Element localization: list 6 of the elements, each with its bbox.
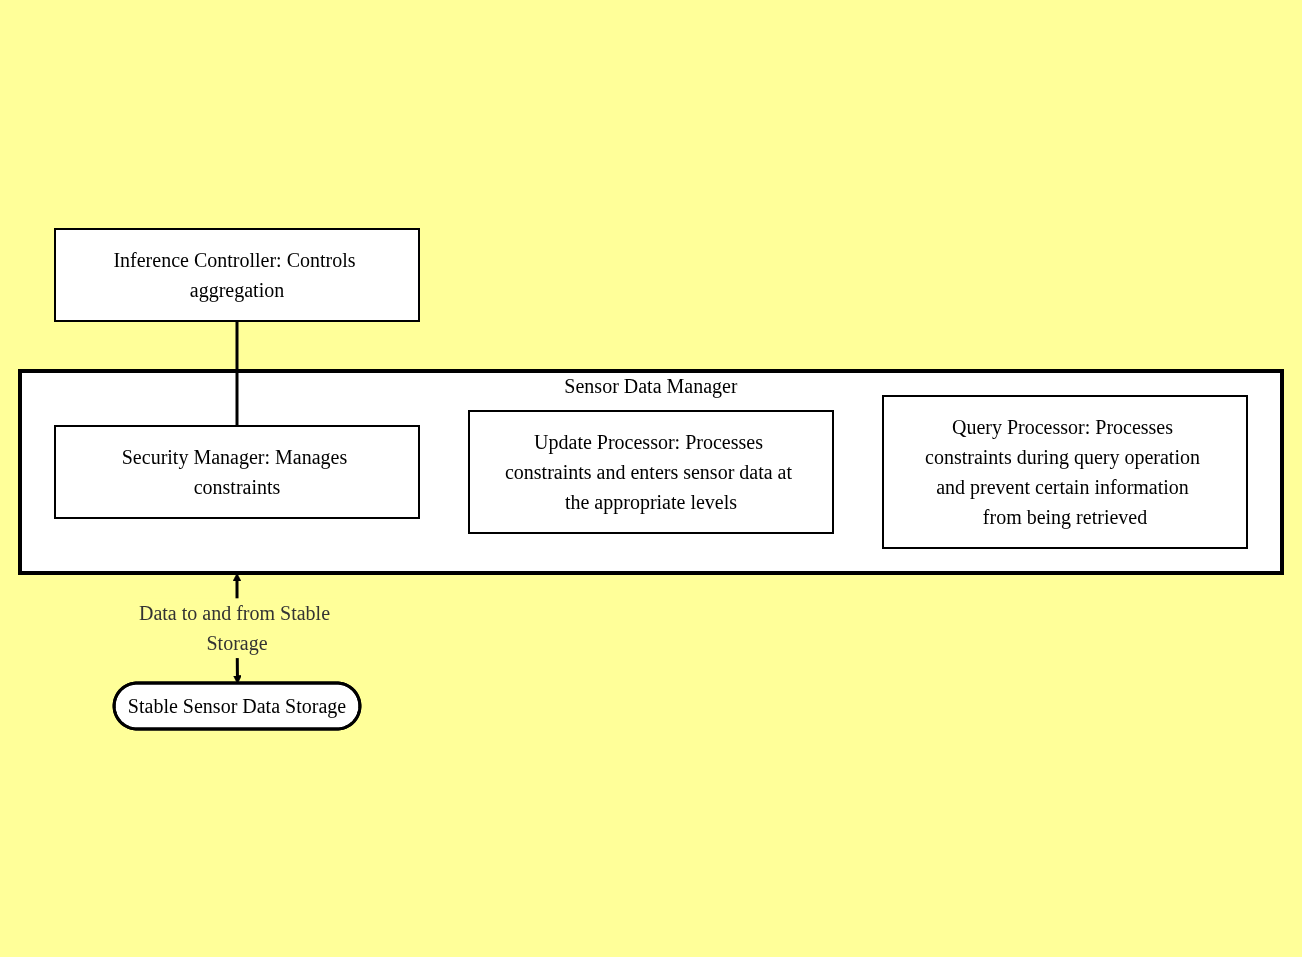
connector	[235, 320, 239, 426]
node-box: Security Manager: Manages constraints	[54, 424, 420, 519]
node-box: Inference Controller: Controls aggregation	[54, 227, 420, 322]
edge-label: Data to and from Stable Storage	[138, 601, 331, 654]
node-box: Query Processor: Processes constraints during query operation and prevent certain information from being retrieved	[882, 394, 1248, 549]
node-box: Update Processor: Processes constraints and enters sensor data at the appropriate levels	[468, 409, 834, 534]
